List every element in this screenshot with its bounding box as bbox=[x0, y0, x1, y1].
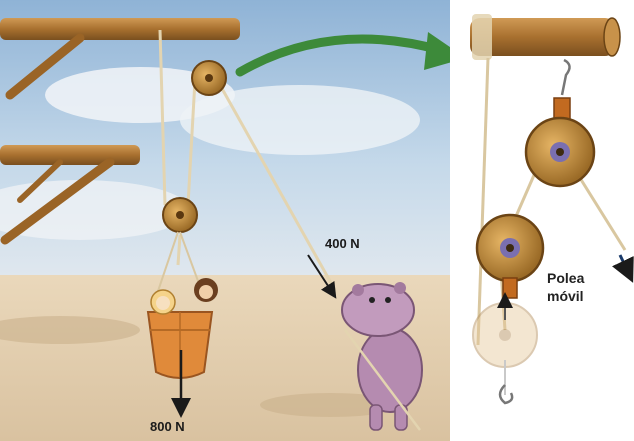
fixed-pulley-right-icon bbox=[526, 118, 594, 186]
wooden-beam-right bbox=[470, 14, 620, 60]
fixed-pulley-icon bbox=[192, 61, 226, 95]
movable-pulley-caption-line1: Polea bbox=[547, 270, 585, 286]
load-force-label: 800 N bbox=[150, 419, 185, 434]
movable-pulley-icon bbox=[163, 198, 197, 232]
cloud bbox=[180, 85, 420, 155]
movable-pulley-caption-line2: móvil bbox=[547, 288, 584, 304]
effort-force-label: 400 N bbox=[325, 236, 360, 251]
